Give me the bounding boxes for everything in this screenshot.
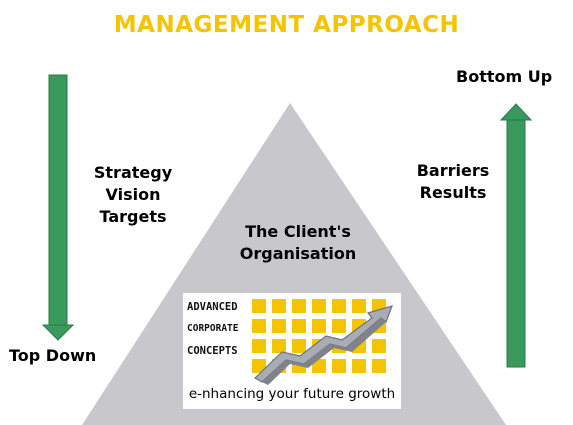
logo-word-corporate: CORPORATE [187,323,239,334]
growth-ribbon-shadow [262,318,386,385]
targets-label: Targets [99,207,167,226]
top-down-label: Top Down [9,346,97,365]
bottom-up-label: Bottom Up [456,67,553,86]
down-arrow-icon [41,74,75,341]
logo-word-concepts: CONCEPTS [187,345,238,357]
client-label: The Client's [245,222,351,241]
strategy-label: Strategy [93,163,173,182]
results-label: Results [419,183,487,202]
organisation-label: Organisation [239,244,357,263]
client-organisation-label: The Client's Organisation [218,221,378,265]
barriers-label: Barriers [416,161,490,180]
company-logo: ADVANCED CORPORATE CONCEPTS [187,296,253,362]
vision-label: Vision [105,185,161,204]
logo-word-advanced: ADVANCED [187,301,238,313]
barriers-list: Barriers Results [402,160,504,204]
logo-tagline: e-nhancing your future growth [188,386,396,402]
page-title: MANAGEMENT APPROACH [113,12,460,38]
strategy-list: Strategy Vision Targets [78,162,188,228]
up-arrow-icon [499,103,533,368]
